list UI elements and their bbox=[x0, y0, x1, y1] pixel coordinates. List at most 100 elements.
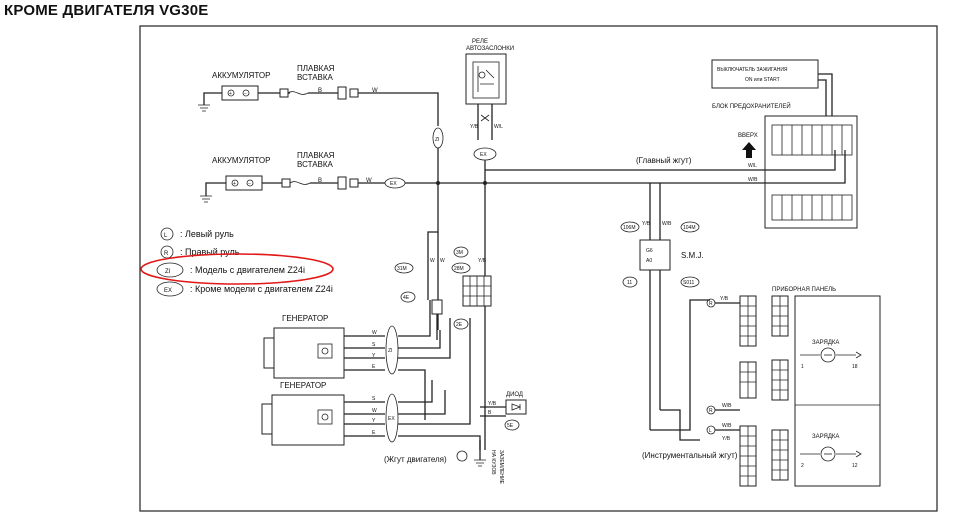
up-arrow-icon bbox=[742, 142, 756, 158]
svg-text:12: 12 bbox=[852, 463, 858, 469]
legend: L : Левый руль R : Правый руль ZI : Моде… bbox=[156, 227, 333, 297]
battery-2: + − bbox=[225, 175, 263, 191]
connector-106m: 106M bbox=[623, 225, 636, 231]
connector-ex-mid: EX bbox=[390, 181, 397, 187]
connector-5e: 5E bbox=[507, 423, 514, 429]
ground-label-1: ЗАЗЕМЛЕНИЕ bbox=[498, 450, 504, 485]
generator-1 bbox=[263, 327, 345, 379]
svg-text:18: 18 bbox=[852, 364, 858, 370]
smj-connector: G6 A0 bbox=[639, 239, 671, 271]
wire-wb2: W/B bbox=[748, 177, 758, 183]
legend-text-r: : Правый руль bbox=[180, 247, 240, 257]
generator-2 bbox=[261, 394, 345, 446]
connector-11: 11 bbox=[627, 280, 632, 286]
svg-text:1: 1 bbox=[801, 364, 804, 370]
instr-panel-label: ПРИБОРНАЯ ПАНЕЛЬ bbox=[772, 287, 836, 293]
wire-diode-yb: Y/B bbox=[488, 401, 497, 407]
main-harness-label: (Главный жгут) bbox=[636, 156, 692, 165]
generator-2-label: ГЕНЕРАТОР bbox=[280, 381, 326, 390]
generator-1-label: ГЕНЕРАТОР bbox=[282, 314, 328, 323]
fuse-2-label-b: ВСТАВКА bbox=[297, 160, 334, 169]
battery-2-label: АККУМУЛЯТОР bbox=[212, 156, 270, 165]
fuse-1-label-a: ПЛАВКАЯ bbox=[297, 64, 335, 73]
legend-text-ex: : Кроме модели с двигателем Z24i bbox=[190, 284, 333, 294]
svg-text:Y: Y bbox=[372, 353, 376, 359]
svg-text:Y/B: Y/B bbox=[722, 436, 731, 442]
connector-2e: 2E bbox=[456, 322, 463, 328]
fusible-link-1 bbox=[279, 88, 309, 98]
diode bbox=[505, 399, 527, 415]
svg-text:EX: EX bbox=[164, 288, 172, 294]
smj-label: S.M.J. bbox=[681, 251, 704, 260]
choke-relay bbox=[465, 53, 507, 105]
svg-text:R: R bbox=[164, 251, 169, 257]
svg-text:E: E bbox=[372, 364, 376, 370]
svg-text:L: L bbox=[709, 428, 712, 434]
ground-label-2: НА КУЗОВ bbox=[490, 450, 496, 475]
svg-text:R: R bbox=[709, 408, 713, 414]
connector-31m: 31M bbox=[397, 266, 407, 272]
svg-text:ZI: ZI bbox=[165, 269, 171, 275]
connector-104m: 104M bbox=[683, 225, 696, 231]
page-title: КРОМЕ ДВИГАТЕЛЯ VG30E bbox=[4, 2, 209, 19]
wire-b2: B bbox=[318, 178, 322, 184]
svg-text:+: + bbox=[233, 181, 236, 187]
connector-block-mid bbox=[462, 275, 492, 307]
up-label: ВВЕРХ bbox=[738, 133, 758, 139]
diagram-frame bbox=[139, 25, 938, 512]
wire-diode-b: B bbox=[488, 410, 492, 416]
connector-4e: 4E bbox=[403, 295, 410, 301]
fuse-2-label-a: ПЛАВКАЯ bbox=[297, 151, 335, 160]
wire-w1: W bbox=[372, 88, 378, 94]
svg-text:+: + bbox=[229, 91, 232, 97]
wire-wb-smj: W/B bbox=[662, 221, 672, 227]
connector-f1 bbox=[337, 86, 347, 100]
svg-text:W/B: W/B bbox=[722, 403, 732, 409]
instrument-connectors bbox=[739, 295, 789, 487]
svg-text:E: E bbox=[372, 430, 376, 436]
engine-harness-label: (Жгут двигателя) bbox=[384, 455, 447, 464]
fuse-1-label-b: ВСТАВКА bbox=[297, 73, 334, 82]
connector-s011: S011 bbox=[683, 280, 695, 286]
fuse-block-label: БЛОК ПРЕДОХРАНИТЕЛЕЙ bbox=[712, 102, 791, 110]
svg-text:−: − bbox=[248, 181, 251, 187]
wire-w2: W bbox=[366, 178, 372, 184]
wire-b1: B bbox=[318, 88, 322, 94]
svg-text:Y/B: Y/B bbox=[720, 296, 729, 302]
svg-text:W/B: W/B bbox=[722, 423, 732, 429]
wire-wl2: W/L bbox=[748, 163, 757, 169]
svg-text:−: − bbox=[244, 91, 247, 97]
wire-wa: W bbox=[430, 258, 435, 264]
charge-label-2: ЗАРЯДКА bbox=[812, 434, 839, 440]
relay-label-2: АВТОЗАСЛОНКИ bbox=[466, 46, 514, 52]
wire-wl1: W/L bbox=[494, 124, 503, 130]
instrument-panel bbox=[794, 295, 881, 487]
svg-text:W: W bbox=[372, 330, 377, 336]
instr-harness-label: (Инструментальный жгут) bbox=[642, 451, 738, 460]
svg-text:L: L bbox=[164, 233, 168, 239]
ignition-switch bbox=[711, 59, 819, 89]
wire-yb1: Y/B bbox=[470, 124, 479, 130]
connector-zi-bot: ZI bbox=[388, 348, 392, 354]
wire-yb-smj: Y/B bbox=[642, 221, 651, 227]
highlight-circle bbox=[140, 253, 334, 285]
connector-ex-bot: EX bbox=[388, 416, 395, 422]
svg-text:S: S bbox=[372, 396, 376, 402]
svg-text:A0: A0 bbox=[646, 258, 652, 264]
legend-text-l: : Левый руль bbox=[180, 229, 234, 239]
connector-ex-top: EX bbox=[480, 152, 487, 158]
connector-3m: 3M bbox=[456, 250, 463, 256]
svg-text:W: W bbox=[372, 408, 377, 414]
battery-1: + − bbox=[221, 85, 259, 101]
battery-1-label: АККУМУЛЯТОР bbox=[212, 71, 270, 80]
wire-wb: W bbox=[440, 258, 445, 264]
fuse-block bbox=[764, 115, 858, 229]
relay-label: РЕЛЕ bbox=[472, 39, 488, 45]
svg-text:S: S bbox=[372, 342, 376, 348]
svg-text:2: 2 bbox=[801, 463, 804, 469]
ignition-label-1: ВЫКЛЮЧАТЕЛЬ ЗАЖИГАНИЯ bbox=[717, 67, 788, 73]
fusible-link-2 bbox=[281, 178, 311, 188]
charge-label-1: ЗАРЯДКА bbox=[812, 340, 839, 346]
wire-ya: Y/B bbox=[478, 258, 487, 264]
